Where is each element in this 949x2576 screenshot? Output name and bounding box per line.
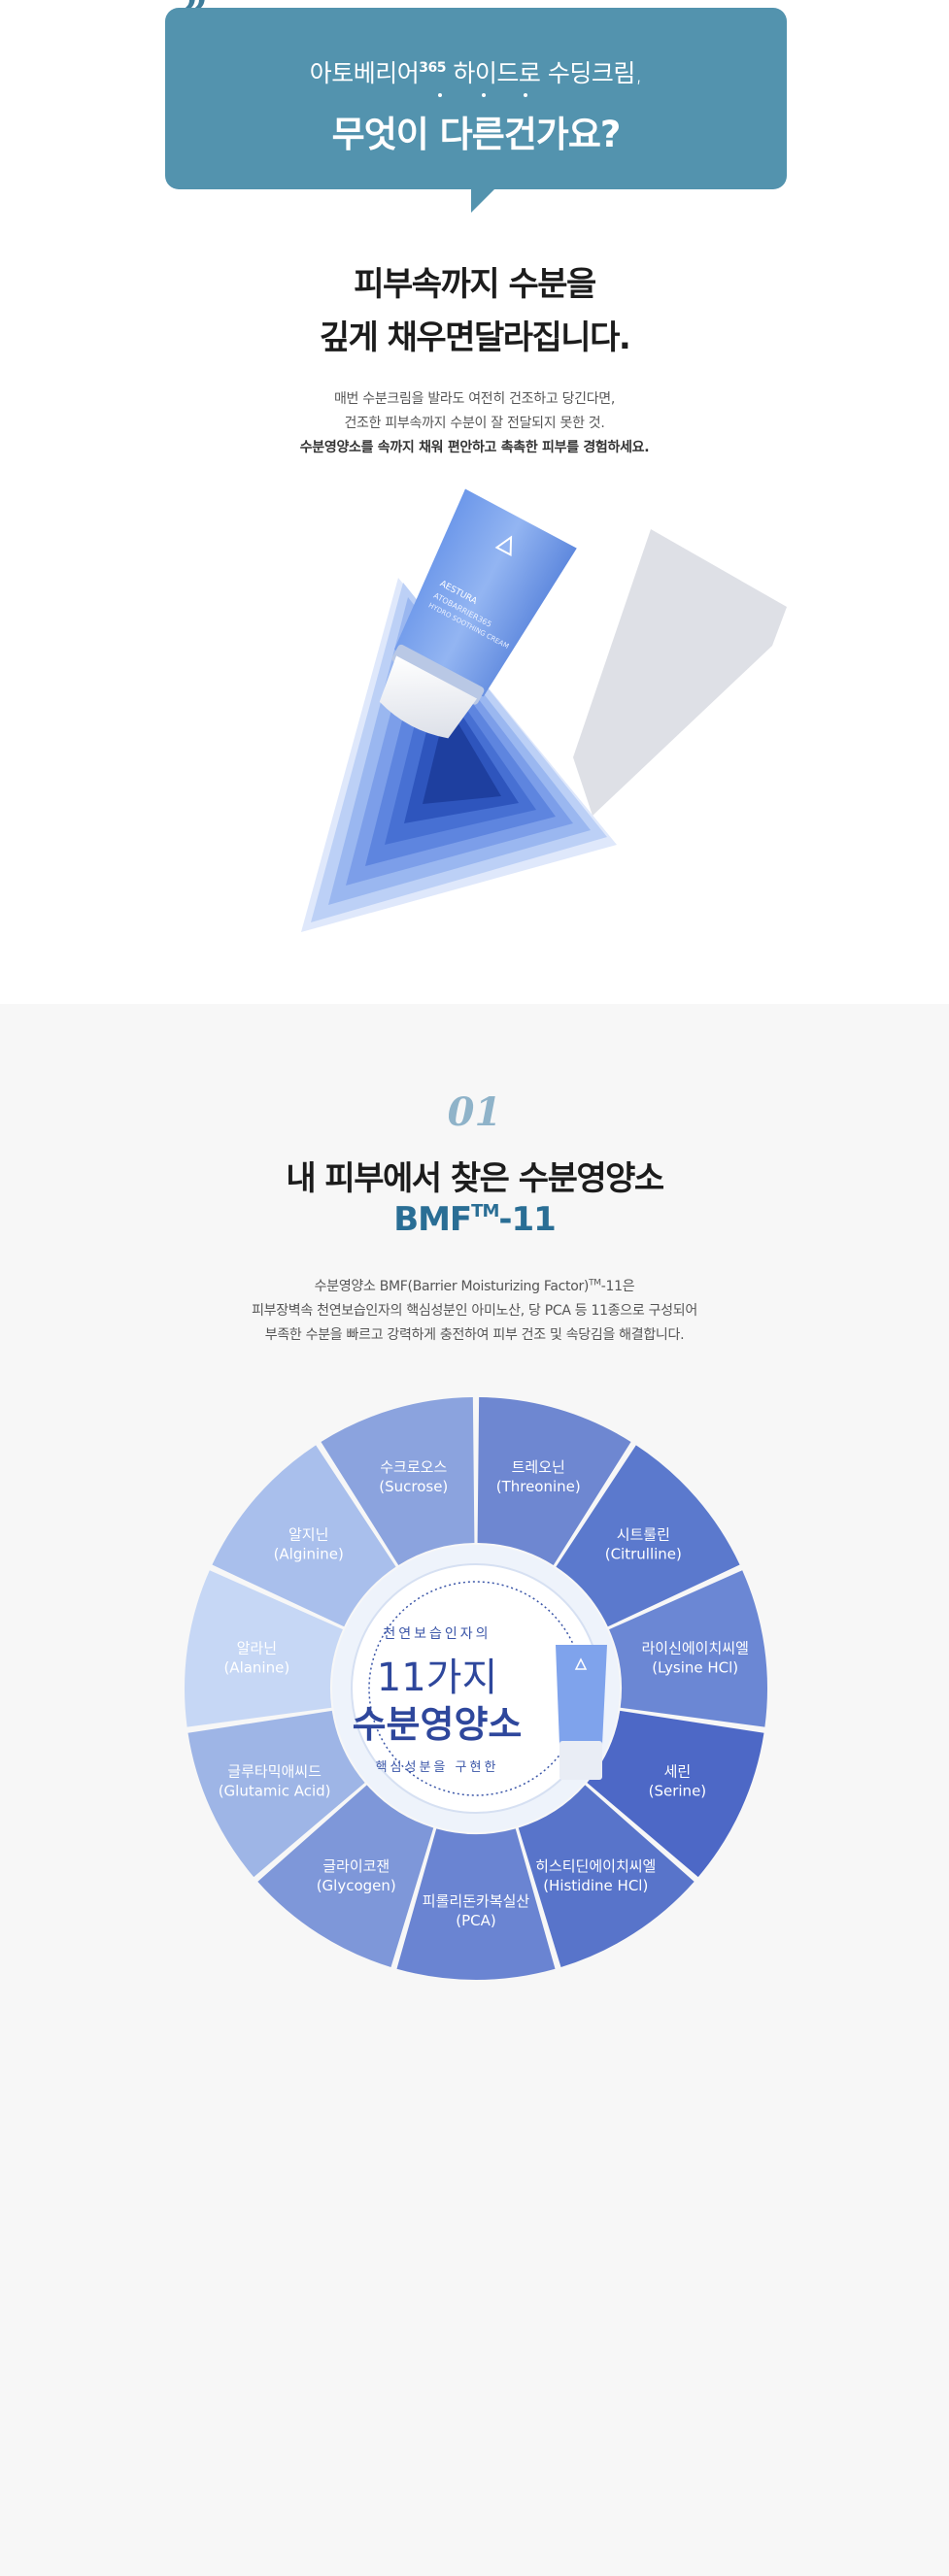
wheel-labels: 트레오닌 (Threonine) 시트룰린 (Citrulline) 라이신에이치씨엘 (…	[219, 1458, 749, 1929]
segment-label-en: (Alginine)	[274, 1546, 344, 1563]
bmf-desc-line2: 피부장벽속 천연보습인자의 핵심성분인 아미노산, 당 PCA 등 11종으로 …	[252, 1303, 697, 1319]
ingredient-wheel: 천연보습인자의 11가지 수분영양소 핵심성분을 구현한 트레오닌 (Threon…	[185, 1397, 768, 1980]
segment-label-en: (Sucrose)	[379, 1478, 448, 1495]
bmf-title: 내 피부에서 찾은 수분영양소	[286, 1159, 664, 1198]
segment-label-en: (Glycogen)	[317, 1877, 396, 1894]
wheel-segment	[187, 1710, 365, 1878]
wheel-segment	[556, 1445, 740, 1627]
segment-label-ko: 라이신에이치씨엘	[641, 1640, 748, 1657]
emphasis-dots	[165, 93, 787, 101]
speech-bubble: 아토베리어365 하이드로 수딩크림, 무엇이 다른건가요?	[165, 8, 787, 189]
bmf-desc-line3: 부족한 수분을 빠르고 강력하게 충전하여 피부 건조 및 속당김을 해결합니다…	[264, 1327, 685, 1343]
stamp-main-text2: 수분영양소	[353, 1703, 523, 1746]
intro-desc-line1: 매번 수분크림을 발라도 여전히 건조하고 당긴다면,	[333, 391, 616, 407]
segment-label-ko: 피롤리돈카복실산	[423, 1892, 530, 1910]
wheel-segment	[518, 1785, 695, 1967]
segment-label-en: (Serine)	[649, 1783, 707, 1800]
stamp-bottom-text: 핵심성분을 구현한	[376, 1760, 499, 1775]
segment-label-en: (Alanine)	[223, 1659, 289, 1677]
wheel-segment	[257, 1785, 434, 1967]
segment-label-ko: 수크로오스	[380, 1458, 447, 1476]
wheel-segment	[396, 1828, 556, 1980]
shadow-shape	[573, 529, 787, 816]
wheel-segment	[587, 1710, 764, 1878]
bubble-line1: 아토베리어365 하이드로 수딩크림,	[309, 59, 643, 87]
segment-label-ko: 트레오닌	[512, 1458, 565, 1476]
segment-label-en: (Lysine HCl)	[652, 1659, 738, 1677]
segment-label-ko: 알라닌	[237, 1640, 277, 1657]
segment-label-en: (Citrulline)	[605, 1546, 682, 1563]
segment-label-ko: 글루타믹애씨드	[227, 1763, 322, 1781]
wheel-segment	[477, 1397, 631, 1565]
intro-heading-line1: 피부속까지 수분을	[354, 265, 596, 304]
bubble-headline: 무엇이 다른건가요?	[331, 114, 622, 155]
segment-label-en: (Glutamic Acid)	[219, 1783, 331, 1800]
stamp-main-text1: 11가지	[377, 1656, 498, 1700]
product-hero-image: AESTURA ATOBARRIER365 HYDRO SOOTHING CRE…	[301, 488, 787, 932]
segment-label-ko: 알지닌	[288, 1526, 328, 1544]
mini-cream-tube	[556, 1645, 607, 1780]
stamp-top-text: 천연보습인자의	[383, 1626, 491, 1642]
bmf-subtitle: BMFTM-11	[393, 1200, 557, 1239]
wheel-segments	[185, 1397, 768, 1980]
segment-label-ko: 시트룰린	[617, 1526, 670, 1544]
intro-heading-line2: 깊게 채우면달라집니다.	[319, 318, 631, 357]
wheel-segment	[212, 1445, 396, 1627]
bmf-desc-line1: 수분영양소 BMF(Barrier Moisturizing Factor)TM…	[314, 1278, 635, 1294]
bubble-tail	[471, 187, 496, 213]
intro-desc-line3: 수분영양소를 속까지 채워 편안하고 촉촉한 피부를 경험하세요.	[299, 440, 650, 455]
bmf-section: 01 내 피부에서 찾은 수분영양소 BMFTM-11 수분영양소 BMF(Ba…	[0, 1004, 949, 2576]
intro-section: ” 아토베리어365 하이드로 수딩크림, 무엇이 다른건가요? 피부속까지 수…	[0, 0, 949, 1004]
wheel-segment	[185, 1570, 343, 1727]
intro-desc-line2: 건조한 피부속까지 수분이 잘 전달되지 못한 것.	[344, 416, 605, 431]
cream-tube: AESTURA ATOBARRIER365 HYDRO SOOTHING CRE…	[379, 488, 577, 739]
segment-label-en: (Histidine HCl)	[543, 1877, 648, 1894]
segment-label-en: (Threonine)	[496, 1478, 581, 1495]
segment-label-ko: 세린	[664, 1763, 692, 1781]
wheel-segment	[321, 1397, 475, 1565]
wheel-segment	[609, 1570, 768, 1727]
segment-label-ko: 글라이코잰	[322, 1857, 390, 1875]
segment-label-en: (PCA)	[456, 1912, 495, 1929]
segment-label-ko: 히스티딘에이치씨엘	[535, 1857, 656, 1875]
section-number: 01	[447, 1089, 502, 1135]
